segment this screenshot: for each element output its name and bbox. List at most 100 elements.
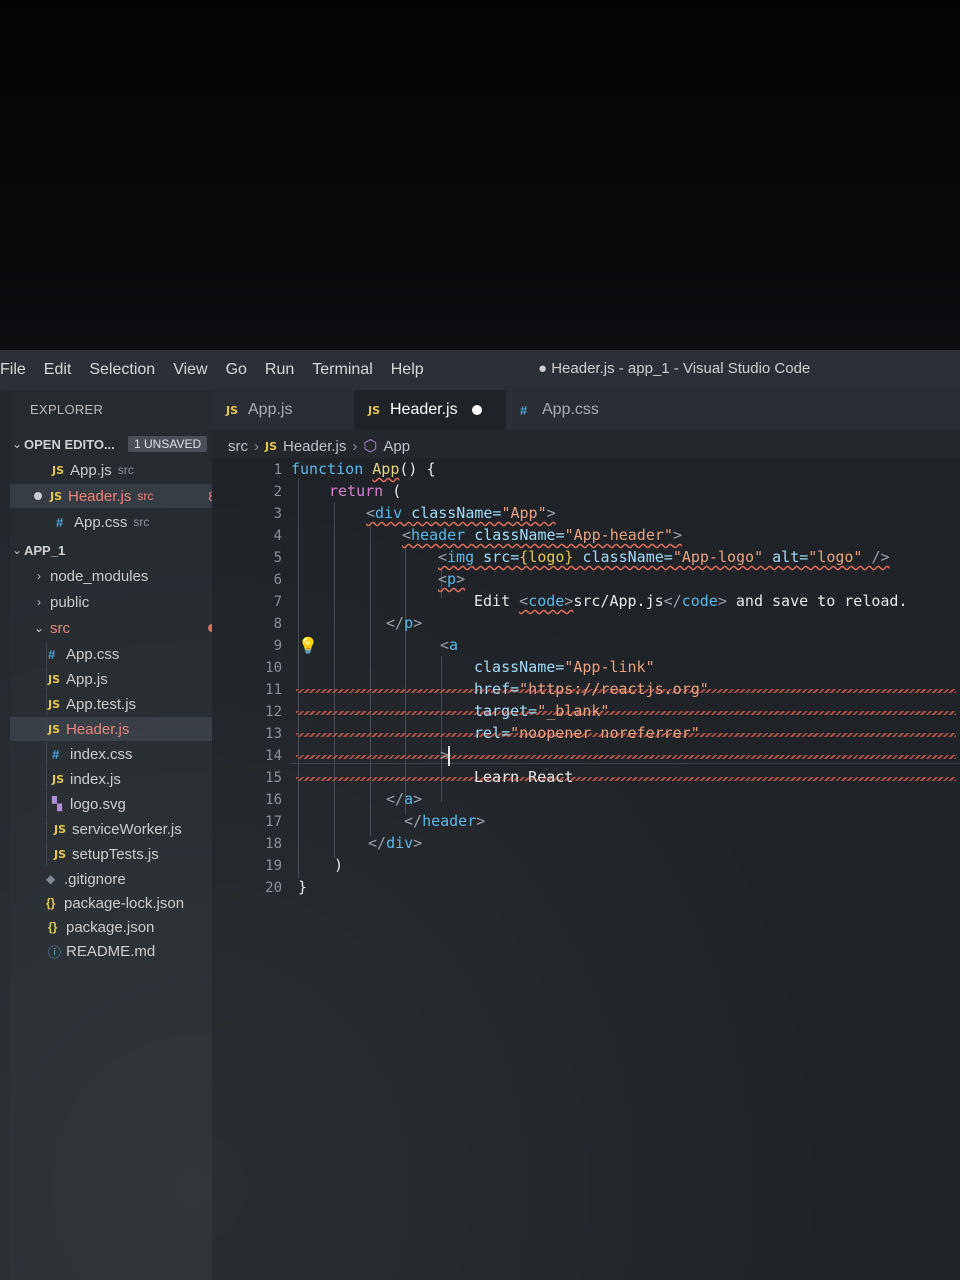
folder-node-modules[interactable]: › node_modules bbox=[10, 564, 234, 588]
breadcrumb-symbol[interactable]: App bbox=[383, 437, 411, 455]
code-line-3: <div className="App"> bbox=[366, 504, 556, 522]
code-line-13: rel="noopener noreferrer" bbox=[474, 724, 700, 742]
menu-selection[interactable]: Selection bbox=[89, 361, 156, 378]
file-label: package.json bbox=[66, 918, 155, 936]
line-number: 14 bbox=[265, 748, 282, 764]
line-number: 13 bbox=[265, 726, 282, 742]
file-readme-md[interactable]: ⓘ README.md bbox=[10, 939, 250, 963]
json-file-icon: {} bbox=[46, 896, 56, 910]
breadcrumb-folder[interactable]: src bbox=[228, 437, 248, 455]
line-number: 2 bbox=[273, 484, 282, 500]
line-number: 8 bbox=[273, 616, 282, 632]
breadcrumb-file[interactable]: Header.js bbox=[283, 437, 347, 455]
project-header[interactable]: ⌄ APP_1 bbox=[10, 538, 212, 562]
line-number: 4 bbox=[273, 528, 282, 544]
js-file-icon: JS bbox=[48, 697, 61, 711]
menu-go[interactable]: Go bbox=[225, 361, 247, 378]
line-number: 3 bbox=[273, 506, 282, 522]
line-number: 7 bbox=[273, 594, 282, 610]
folder-hint: src bbox=[117, 463, 134, 477]
folder-label: node_modules bbox=[50, 567, 149, 585]
file-app-css[interactable]: # App.css bbox=[10, 642, 250, 666]
symbol-cube-icon: ⬡ bbox=[363, 438, 378, 455]
menu-run[interactable]: Run bbox=[264, 361, 295, 378]
tab-label: Header.js bbox=[390, 401, 458, 418]
open-editor-app-css[interactable]: # App.css src bbox=[10, 510, 258, 534]
file-label: setupTests.js bbox=[72, 845, 159, 863]
js-file-icon: JS bbox=[48, 672, 61, 686]
editor-tab-bar: JS App.js JS Header.js # App.css bbox=[212, 390, 960, 430]
menu-edit[interactable]: Edit bbox=[43, 361, 72, 378]
unsaved-dot-icon[interactable] bbox=[471, 405, 482, 415]
file-service-worker-js[interactable]: JS serviceWorker.js bbox=[10, 817, 256, 841]
image-file-icon: ▚ bbox=[52, 796, 62, 811]
project-label: APP_1 bbox=[24, 542, 66, 558]
js-file-icon: JS bbox=[50, 489, 63, 503]
folder-src[interactable]: ⌄ src bbox=[10, 616, 234, 640]
css-file-icon: # bbox=[520, 402, 528, 418]
file-label: index.js bbox=[70, 770, 121, 788]
tab-label: App.css bbox=[542, 401, 599, 418]
unsaved-dot-icon[interactable] bbox=[34, 492, 42, 500]
file-app-test-js[interactable]: JS App.test.js bbox=[10, 692, 250, 716]
file-index-css[interactable]: # index.css bbox=[10, 742, 254, 766]
file-index-js[interactable]: JS index.js bbox=[10, 767, 254, 791]
code-line-2: return ( bbox=[329, 482, 402, 500]
code-line-6: <p> bbox=[438, 570, 466, 588]
folder-public[interactable]: › public bbox=[10, 590, 234, 614]
tab-app-js[interactable]: JS App.js bbox=[212, 390, 354, 430]
code-line-17: </header> bbox=[404, 812, 486, 830]
file-label: App.test.js bbox=[66, 695, 137, 713]
menu-view[interactable]: View bbox=[173, 361, 208, 378]
code-line-5: <img src={logo} className="App-logo" alt… bbox=[438, 548, 890, 566]
code-line-18: </div> bbox=[368, 834, 423, 852]
file-logo-svg[interactable]: ▚ logo.svg bbox=[10, 792, 254, 816]
chevron-right-icon: › bbox=[254, 437, 259, 455]
menu-terminal[interactable]: Terminal bbox=[312, 361, 373, 378]
chevron-right-icon: › bbox=[37, 569, 41, 583]
code-line-8: </p> bbox=[386, 614, 423, 632]
chevron-down-icon: ⌄ bbox=[11, 543, 23, 557]
js-file-icon: JS bbox=[265, 439, 278, 453]
line-number: 16 bbox=[265, 792, 282, 808]
file-setup-tests-js[interactable]: JS setupTests.js bbox=[10, 842, 256, 866]
css-file-icon: # bbox=[48, 646, 56, 662]
breadcrumb: src › JS Header.js › ⬡ App bbox=[228, 436, 410, 456]
code-line-4: <header className="App-header"> bbox=[402, 526, 682, 544]
js-file-icon: JS bbox=[226, 403, 239, 417]
code-line-10: className="App-link" bbox=[474, 658, 655, 676]
lightbulb-icon[interactable]: 💡 bbox=[298, 636, 318, 655]
file-package-lock-json[interactable]: {} package-lock.json bbox=[10, 891, 248, 915]
file-app-js[interactable]: JS App.js bbox=[10, 667, 250, 691]
open-editor-label: Header.js bbox=[68, 487, 132, 505]
tab-header-js[interactable]: JS Header.js bbox=[354, 390, 506, 430]
file-label: App.css bbox=[66, 645, 120, 663]
line-number: 10 bbox=[265, 660, 282, 676]
code-line-12: target="_blank" bbox=[474, 702, 610, 720]
css-file-icon: # bbox=[56, 514, 64, 530]
open-editors-header[interactable]: ⌄ OPEN EDITO... 1 UNSAVED bbox=[10, 432, 212, 456]
explorer-sidebar: EXPLORER ⌄ OPEN EDITO... 1 UNSAVED JS Ap… bbox=[10, 390, 250, 1280]
code-editor[interactable]: 💡 1 2 3 4 5 6 7 8 9 10 11 12 13 14 15 16… bbox=[212, 458, 960, 1280]
chevron-right-icon: › bbox=[352, 437, 358, 455]
menu-bar: File Edit Selection View Go Run Terminal… bbox=[0, 350, 960, 390]
code-line-20: } bbox=[298, 878, 308, 896]
code-line-16: </a> bbox=[386, 790, 423, 808]
menu-help[interactable]: Help bbox=[390, 361, 424, 378]
file-label: App.js bbox=[66, 670, 108, 688]
file-label: index.css bbox=[70, 745, 133, 763]
open-editor-app-js[interactable]: JS App.js src bbox=[10, 458, 254, 482]
folder-hint: src bbox=[133, 515, 150, 529]
file-header-js[interactable]: JS Header.js 8 bbox=[10, 717, 250, 741]
tab-app-css[interactable]: # App.css bbox=[506, 390, 638, 430]
js-file-icon: JS bbox=[52, 772, 65, 786]
window-title: ● Header.js - app_1 - Visual Studio Code bbox=[538, 360, 811, 377]
menu-file[interactable]: File bbox=[0, 361, 26, 378]
open-editor-header-js[interactable]: JS Header.js src 8 bbox=[10, 484, 236, 508]
code-line-1: function App() { bbox=[291, 460, 436, 478]
file-package-json[interactable]: {} package.json bbox=[10, 915, 250, 939]
file-gitignore[interactable]: ◆ .gitignore bbox=[10, 867, 248, 891]
monitor-bezel bbox=[0, 0, 960, 350]
explorer-title: EXPLORER bbox=[30, 402, 104, 417]
line-number: 18 bbox=[265, 836, 282, 852]
